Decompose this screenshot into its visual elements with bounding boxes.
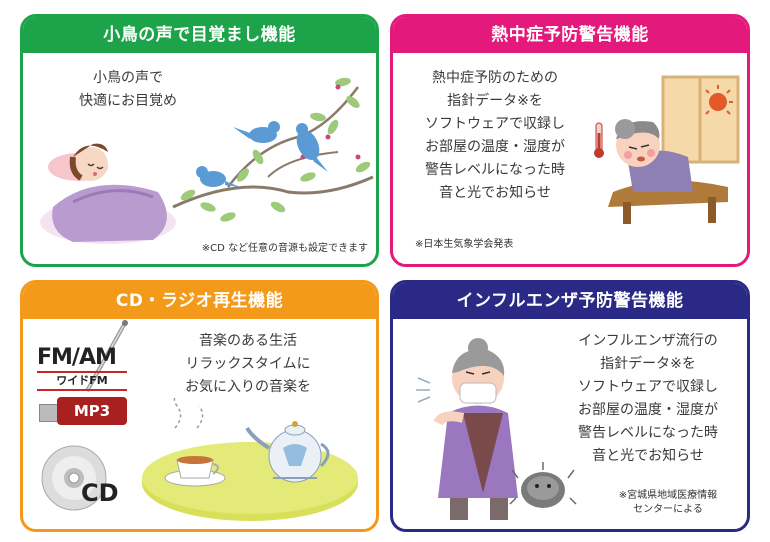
tea-table-illustration: [142, 398, 358, 521]
mp3-label: MP3: [73, 402, 111, 420]
mp3-badge: MP3: [57, 397, 127, 425]
wide-fm-text: ワイドFM: [56, 374, 108, 387]
fm-am-logo: FM/AM: [37, 345, 117, 370]
desc-line: ソフトウェアで収録し: [425, 116, 565, 132]
cd-disc-icon: [41, 445, 107, 511]
desc-line: 小鳥の声で: [93, 70, 163, 86]
card-bird-alarm: 小鳥の声で目覚まし機能 小鳥の声で 快適にお目覚め: [20, 14, 379, 267]
card-influenza-warning: インフルエンザ予防警告機能 インフルエンザ流行の 指針データ※を ソフトウェアで…: [390, 280, 750, 532]
desc-line: お気に入りの音楽を: [185, 379, 311, 395]
desc-line: お部屋の温度・湿度が: [578, 402, 718, 418]
desc-line: 熱中症予防のための: [432, 70, 558, 86]
elderly-woman-heat-illustration: [608, 75, 740, 224]
card-description: 音楽のある生活 リラックスタイムに お気に入りの音楽を: [163, 330, 333, 399]
card-description: インフルエンザ流行の 指針データ※を ソフトウェアで収録し お部屋の温度・湿度が…: [553, 330, 743, 468]
desc-line: ソフトウェアで収録し: [578, 379, 718, 395]
desc-line: 指針データ※を: [447, 93, 543, 109]
antenna-icon: [85, 320, 128, 392]
card-title: 熱中症予防警告機能: [393, 17, 747, 53]
desc-line: リラックスタイムに: [185, 356, 311, 372]
desc-line: 快適にお目覚め: [79, 93, 177, 109]
desc-line: インフルエンザ流行の: [578, 333, 718, 349]
footnote-line: センターによる: [633, 504, 703, 515]
desc-line: 警告レベルになった時: [425, 162, 565, 178]
card-description: 小鳥の声で 快適にお目覚め: [63, 67, 193, 113]
desc-line: お部屋の温度・湿度が: [425, 139, 565, 155]
card-cd-radio-player: CD・ラジオ再生機能 音楽のある生活 リラックスタイムに お気に入りの音楽を F…: [20, 280, 379, 532]
birds-on-branch-illustration: [172, 77, 374, 222]
desc-line: 音と光でお知らせ: [592, 448, 704, 464]
thermometer-icon: [594, 122, 604, 158]
footnote-line: ※宮城県地域医療情報: [618, 490, 718, 501]
desc-line: 音楽のある生活: [199, 333, 297, 349]
card-title: CD・ラジオ再生機能: [23, 283, 376, 319]
virus-germ-illustration: [509, 462, 577, 508]
desc-line: 警告レベルになった時: [578, 425, 718, 441]
wide-fm-logo: ワイドFM: [37, 371, 127, 391]
desc-line: 音と光でお知らせ: [439, 185, 551, 201]
footnote: ※宮城県地域医療情報 センターによる: [593, 489, 743, 517]
sleeping-girl-illustration: [40, 143, 176, 244]
card-description: 熱中症予防のための 指針データ※を ソフトウェアで収録し お部屋の温度・湿度が …: [405, 67, 585, 205]
desc-line: 指針データ※を: [600, 356, 696, 372]
elderly-woman-sneezing-illustration: [416, 338, 518, 520]
card-title: 小鳥の声で目覚まし機能: [23, 17, 376, 53]
footnote: ※日本生気象学会発表: [415, 239, 514, 250]
cd-logo: CD: [81, 479, 119, 507]
card-title: インフルエンザ予防警告機能: [393, 283, 747, 319]
usb-drive-icon: [39, 404, 59, 422]
card-heatstroke-warning: 熱中症予防警告機能 熱中症予防のための 指針データ※を ソフトウェアで収録し お…: [390, 14, 750, 267]
footnote: ※CD など任意の音源も設定できます: [201, 243, 368, 254]
